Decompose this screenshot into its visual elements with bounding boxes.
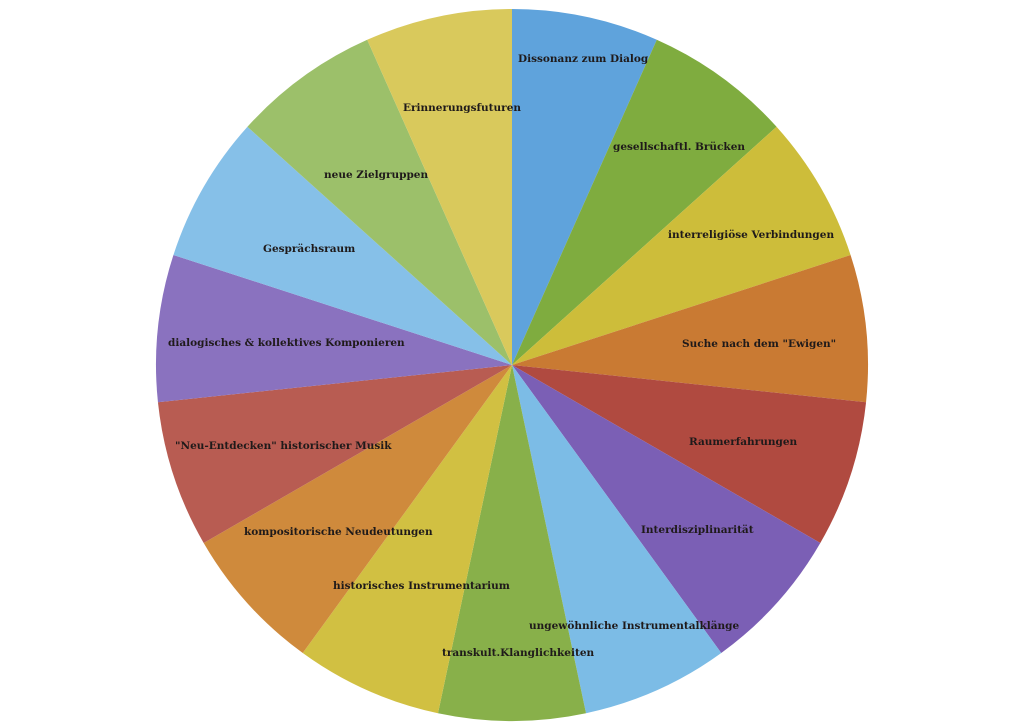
slice-label: Raumerfahrungen xyxy=(689,436,798,448)
pie-slice xyxy=(512,365,722,714)
slice-label: Erinnerungsfuturen xyxy=(403,102,521,114)
pie-slice xyxy=(512,365,821,654)
slice-label: transkult.Klanglichkeiten xyxy=(442,647,595,659)
slice-label: neue Zielgruppen xyxy=(324,169,428,181)
pie-slice xyxy=(512,39,777,365)
pie-slice xyxy=(156,254,512,403)
slice-label: Suche nach dem "Ewigen" xyxy=(682,338,836,350)
pie-slice xyxy=(512,365,867,543)
pie-slice xyxy=(302,365,512,714)
pie-slice xyxy=(367,9,512,365)
pie-slice xyxy=(512,254,868,403)
slice-label: historisches Instrumentarium xyxy=(333,580,510,592)
pie-slice xyxy=(512,9,657,365)
pie-slice xyxy=(157,365,513,543)
slice-label: Dissonanz zum Dialog xyxy=(518,53,649,65)
slice-label: ungewöhnliche Instrumentalklänge xyxy=(529,620,740,632)
slice-label: Gesprächsraum xyxy=(263,243,355,255)
slice-label: Interdisziplinarität xyxy=(641,524,754,536)
slice-label: interreligiöse Verbindungen xyxy=(668,229,834,241)
pie-slice xyxy=(437,365,587,721)
slice-label: "Neu-Entdecken" historischer Musik xyxy=(175,440,392,452)
slice-label: dialogisches & kollektives Komponieren xyxy=(168,337,405,349)
pie-slice xyxy=(203,365,513,654)
pie-slice xyxy=(512,126,851,365)
slice-label: gesellschaftl. Brücken xyxy=(613,141,745,153)
pie-slice xyxy=(247,39,513,365)
slice-label: kompositorische Neudeutungen xyxy=(244,526,433,538)
pie-slice xyxy=(173,126,512,365)
